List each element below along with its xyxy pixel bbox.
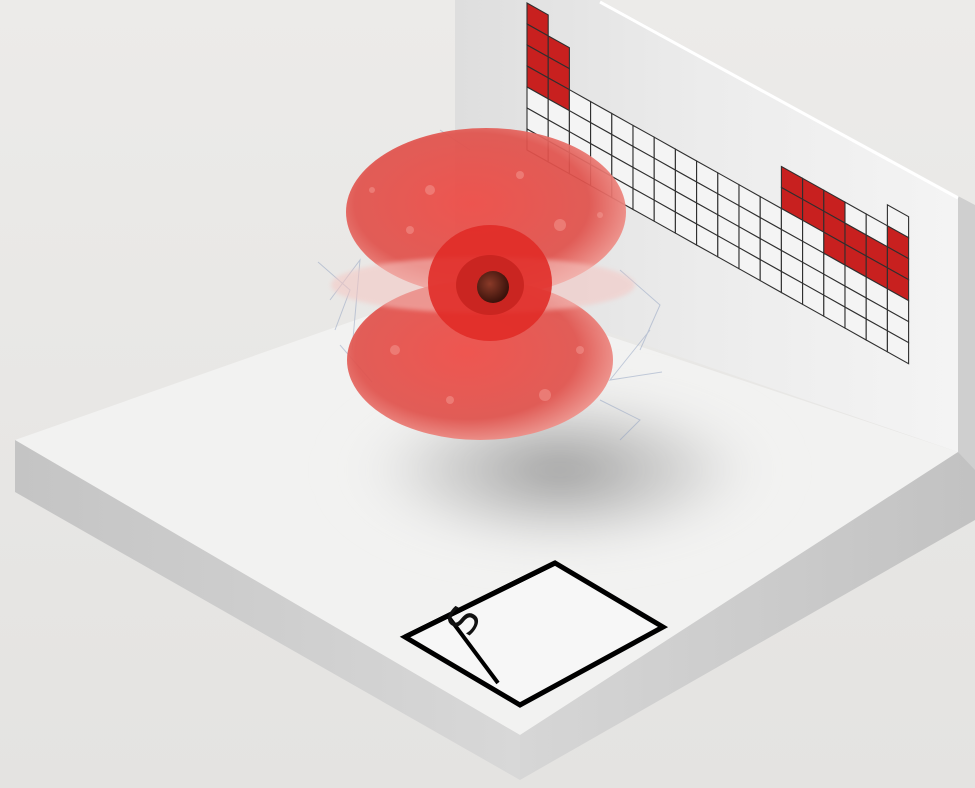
nucleus bbox=[477, 271, 509, 303]
